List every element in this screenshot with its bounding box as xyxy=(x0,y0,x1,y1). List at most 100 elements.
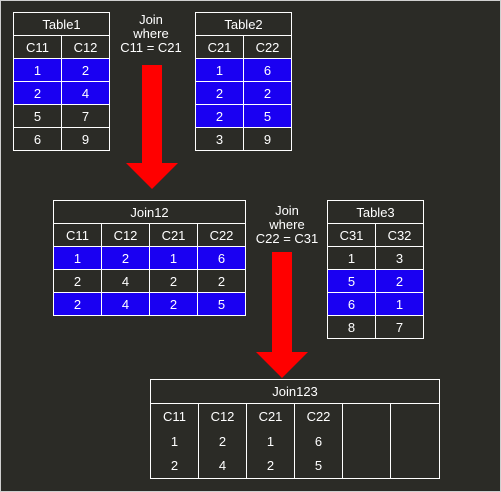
join123-header xyxy=(342,403,391,429)
join123-cell: 2 xyxy=(170,458,179,474)
join12-header: C11 xyxy=(53,223,102,247)
join123-cell: 6 xyxy=(294,428,343,454)
join12-cell: 2 xyxy=(197,269,246,293)
join123-cell xyxy=(342,428,391,454)
join1-label-line: Join xyxy=(139,12,163,27)
table-row: 1 2 1 6 xyxy=(53,246,246,270)
table3-cell: 1 xyxy=(327,246,376,270)
join12-cell: 5 xyxy=(197,292,246,316)
table-row: 1 6 xyxy=(195,58,292,82)
table2-cell: 2 xyxy=(243,81,292,105)
table1-cell: 7 xyxy=(61,104,110,128)
join123-cell: 1 xyxy=(246,428,295,454)
table1-cell: 2 xyxy=(13,81,62,105)
join12-cell: 2 xyxy=(149,269,198,293)
table-row: 2 4 2 2 xyxy=(53,269,246,293)
join12-header: C21 xyxy=(149,223,198,247)
join12-cell: 4 xyxy=(101,292,150,316)
join12-cell: 6 xyxy=(197,246,246,270)
join123-cell xyxy=(389,428,440,454)
join123-header: C22 xyxy=(294,403,343,429)
join123-title: Join123 xyxy=(150,379,440,404)
table2-cell: 2 xyxy=(195,81,244,105)
table1-cell: 6 xyxy=(13,127,62,151)
join123-cell: 2 xyxy=(198,428,247,454)
table1-header: C11 xyxy=(13,35,62,59)
join123-header: C12 xyxy=(198,403,247,429)
table3-cell: 7 xyxy=(375,315,424,339)
table3-cell: 6 xyxy=(327,292,376,316)
table-row: 1 2 xyxy=(13,58,110,82)
join123-cell xyxy=(389,453,440,479)
table1-cell: 1 xyxy=(13,58,62,82)
table-row: 2 2 xyxy=(195,81,292,105)
table2-cell: 6 xyxy=(243,58,292,82)
table-row: 1 3 xyxy=(327,246,424,270)
join123-cell xyxy=(342,453,391,479)
table-row: 1 2 1 6 xyxy=(151,428,440,454)
table-row: 3 9 xyxy=(195,127,292,151)
table3-title: Table3 xyxy=(327,200,424,224)
down-arrow-icon xyxy=(126,65,178,189)
table3-cell: 5 xyxy=(327,269,376,293)
join123: Join123 C11 C12 C21 C22 1 2 1 6 2 4 2 5 xyxy=(150,379,441,479)
join123-header: C11 xyxy=(163,408,186,424)
join12-cell: 2 xyxy=(101,246,150,270)
table2-title: Table2 xyxy=(195,12,292,36)
table2: Table2 C21 C22 1 6 2 2 2 5 3 9 xyxy=(195,12,292,151)
down-arrow-icon xyxy=(256,252,308,378)
table1-cell: 4 xyxy=(61,81,110,105)
table3-cell: 3 xyxy=(375,246,424,270)
table3-cell: 2 xyxy=(375,269,424,293)
join123-header: C21 xyxy=(246,403,295,429)
join2-label-line: C22 = C31 xyxy=(255,231,319,246)
table2-header: C22 xyxy=(243,35,292,59)
join123-cell: 2 xyxy=(246,453,295,479)
join12-header: C22 xyxy=(197,223,246,247)
join2-label-line: Join xyxy=(275,203,299,218)
join12-cell: 2 xyxy=(149,292,198,316)
table1-title: Table1 xyxy=(13,12,110,36)
table-row: 5 7 xyxy=(13,104,110,128)
join2-label: Join where C22 = C31 xyxy=(249,204,325,246)
join12-cell: 2 xyxy=(53,292,102,316)
join12-header: C12 xyxy=(101,223,150,247)
join12-cell: 1 xyxy=(149,246,198,270)
join123-header xyxy=(389,403,440,429)
table3-cell: 8 xyxy=(327,315,376,339)
table2-cell: 5 xyxy=(243,104,292,128)
table1-header: C12 xyxy=(61,35,110,59)
table1-cell: 5 xyxy=(13,104,62,128)
table-row: 2 4 xyxy=(13,81,110,105)
table3-header: C32 xyxy=(375,223,424,247)
table2-cell: 1 xyxy=(195,58,244,82)
table2-cell: 9 xyxy=(243,127,292,151)
table3-cell: 1 xyxy=(375,292,424,316)
table-row: 2 5 xyxy=(195,104,292,128)
table-row: 2 4 2 5 xyxy=(53,292,246,316)
table2-cell: 2 xyxy=(195,104,244,128)
join12-cell: 1 xyxy=(53,246,102,270)
table1: Table1 C11 C12 1 2 2 4 5 7 6 9 xyxy=(13,12,110,151)
join1-label: Join where C11 = C21 xyxy=(113,13,189,55)
join12-cell: 4 xyxy=(101,269,150,293)
table1-cell: 2 xyxy=(61,58,110,82)
table-row: 6 1 xyxy=(327,292,424,316)
join123-cell: 5 xyxy=(294,453,343,479)
table2-cell: 3 xyxy=(195,127,244,151)
table-row: 6 9 xyxy=(13,127,110,151)
table-row: 5 2 xyxy=(327,269,424,293)
table3-header: C31 xyxy=(327,223,376,247)
join123-cell: 4 xyxy=(198,453,247,479)
join12: Join12 C11 C12 C21 C22 1 2 1 6 2 4 2 2 2… xyxy=(53,200,246,316)
join1-label-line: where xyxy=(133,26,169,41)
join1-label-line: C11 = C21 xyxy=(120,40,182,55)
table1-cell: 9 xyxy=(61,127,110,151)
join12-cell: 2 xyxy=(53,269,102,293)
join12-title: Join12 xyxy=(53,200,246,224)
table3: Table3 C31 C32 1 3 5 2 6 1 8 7 xyxy=(327,200,424,339)
join2-label-line: where xyxy=(269,217,305,232)
join123-cell: 1 xyxy=(170,433,179,449)
table-row: 8 7 xyxy=(327,315,424,339)
